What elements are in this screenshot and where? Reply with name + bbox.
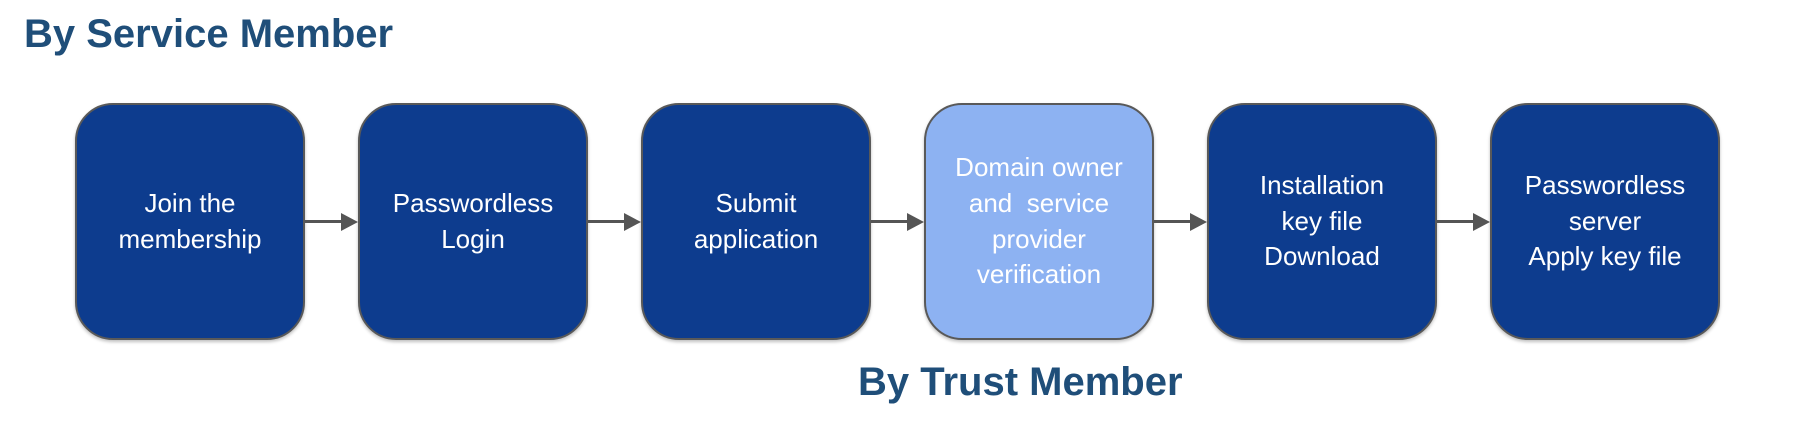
flow-step-passwordless-login: Passwordless Login: [358, 103, 588, 340]
flow-step-server-apply-key-file: Passwordless server Apply key file: [1490, 103, 1720, 340]
flow-row: Join the membership Passwordless Login S…: [75, 103, 1720, 340]
flow-connector: [1437, 103, 1490, 340]
flow-step-label: Submit application: [693, 187, 819, 254]
flow-step-label: Passwordless server Apply key file: [1524, 169, 1686, 272]
flow-step-key-file-download: Installation key file Download: [1207, 103, 1437, 340]
flow-connector: [1154, 103, 1207, 340]
flow-step-domain-owner-verification: Domain owner and service provider verifi…: [924, 103, 1154, 340]
section-title-trust-member: By Trust Member: [858, 360, 1183, 404]
arrow-right-icon: [1473, 212, 1490, 231]
flow-step-join-membership: Join the membership: [75, 103, 305, 340]
arrow-right-icon: [907, 212, 924, 231]
arrow-right-icon: [1190, 212, 1207, 231]
flow-step-submit-application: Submit application: [641, 103, 871, 340]
flow-step-label: Passwordless Login: [392, 187, 554, 254]
arrow-line: [588, 220, 624, 223]
arrow-right-icon: [624, 212, 641, 231]
flow-connector: [871, 103, 924, 340]
arrow-line: [1154, 220, 1190, 223]
arrow-line: [1437, 220, 1473, 223]
flow-step-label: Domain owner and service provider verifi…: [955, 151, 1123, 290]
flow-step-label: Installation key file Download: [1259, 169, 1385, 272]
arrow-line: [305, 220, 341, 223]
arrow-right-icon: [341, 212, 358, 231]
section-title-service-member: By Service Member: [24, 12, 394, 56]
flow-step-label: Join the membership: [118, 187, 262, 254]
arrow-line: [871, 220, 907, 223]
flow-connector: [588, 103, 641, 340]
flow-connector: [305, 103, 358, 340]
